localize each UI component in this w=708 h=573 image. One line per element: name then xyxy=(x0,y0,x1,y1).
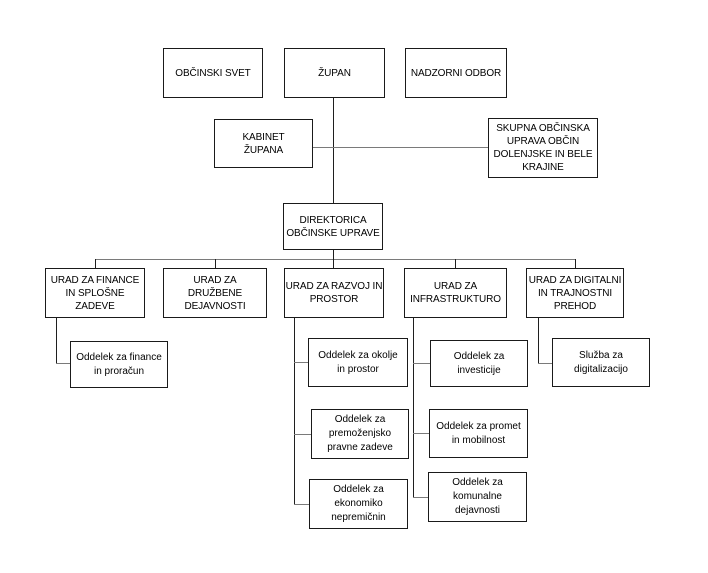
connector-investicije-stub xyxy=(413,363,430,364)
connector-finance-stub xyxy=(56,363,70,364)
connector-razvoj-stem xyxy=(294,318,295,504)
node-oddelek-ekonomiko: Oddelek za ekonomiko nepremičnin xyxy=(309,479,408,529)
node-oddelek-okolje: Oddelek za okolje in prostor xyxy=(308,338,408,387)
node-sluzba-digitalizacija: Služba za digitalizacijo xyxy=(552,338,650,387)
connector-drop-digitalni xyxy=(575,259,576,268)
connector-drop-druzbene xyxy=(215,259,216,268)
node-skupna-uprava: SKUPNA OBČINSKA UPRAVA OBČIN DOLENJSKE I… xyxy=(488,118,598,178)
connector-ekonomiko-stub xyxy=(294,504,309,505)
node-oddelek-promet: Oddelek za promet in mobilnost xyxy=(429,409,528,458)
connector-komunalne-stub xyxy=(413,497,428,498)
node-kabinet-zupana: KABINET ŽUPANA xyxy=(214,119,313,168)
node-urad-druzbene: URAD ZA DRUŽBENE DEJAVNOSTI xyxy=(163,268,267,318)
node-urad-razvoj: URAD ZA RAZVOJ IN PROSTOR xyxy=(284,268,384,318)
connector-distribution xyxy=(95,259,576,260)
node-obcinski-svet: OBČINSKI SVET xyxy=(163,48,263,98)
connector-direktorica-stem xyxy=(333,250,334,260)
node-nadzorni-odbor: NADZORNI ODBOR xyxy=(405,48,507,98)
connector-zupan-direktorica xyxy=(333,98,334,203)
node-oddelek-investicije: Oddelek za investicije xyxy=(430,340,528,387)
connector-drop-finance xyxy=(95,259,96,268)
connector-infrastruktura-stem xyxy=(413,318,414,497)
connector-drop-infrastruktura xyxy=(455,259,456,268)
node-direktorica: DIREKTORICA OBČINSKE UPRAVE xyxy=(283,203,383,250)
node-urad-infrastruktura: URAD ZA INFRASTRUKTURO xyxy=(404,268,507,318)
connector-finance-stem xyxy=(56,318,57,363)
node-urad-digitalni: URAD ZA DIGITALNI IN TRAJNOSTNI PREHOD xyxy=(526,268,624,318)
connector-promet-stub xyxy=(413,433,429,434)
connector-kabinet-skupna xyxy=(313,147,488,148)
node-urad-finance: URAD ZA FINANCE IN SPLOŠNE ZADEVE xyxy=(45,268,145,318)
connector-digitalni-stem xyxy=(538,318,539,363)
node-oddelek-premozenjsko: Oddelek za premoženjsko pravne zadeve xyxy=(311,409,409,459)
node-zupan: ŽUPAN xyxy=(284,48,385,98)
connector-okolje-stub xyxy=(294,362,308,363)
connector-sluzba-stub xyxy=(538,363,552,364)
connector-premozenjsko-stub xyxy=(294,434,311,435)
node-oddelek-komunalne: Oddelek za komunalne dejavnosti xyxy=(428,472,527,522)
connector-drop-razvoj xyxy=(333,259,334,268)
node-oddelek-finance: Oddelek za finance in proračun xyxy=(70,341,168,388)
